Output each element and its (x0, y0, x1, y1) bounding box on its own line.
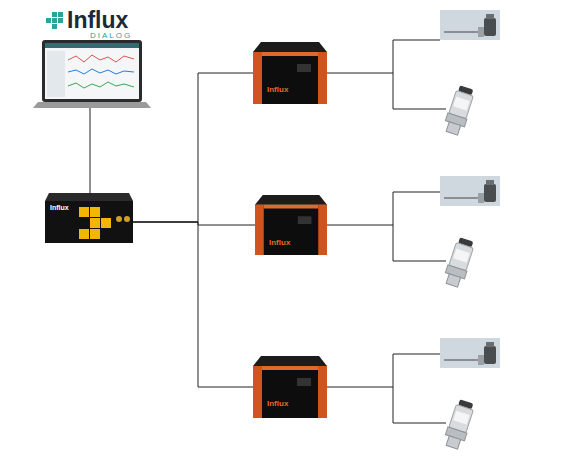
screen-trace (68, 55, 134, 62)
laptop (33, 40, 151, 108)
screen-toolbar (45, 43, 139, 48)
logo-square (90, 207, 100, 217)
temperature-probe (440, 176, 500, 206)
module-body (255, 205, 327, 255)
connector-port (297, 378, 311, 386)
module-side (255, 205, 264, 255)
module-side (253, 366, 262, 418)
wire (327, 192, 446, 261)
logo-square (79, 207, 89, 217)
device-top (45, 193, 133, 201)
bus-wire (133, 222, 253, 387)
logo-square (52, 24, 57, 29)
logo-subtitle: DIALOG (90, 32, 132, 40)
brand-label: Influx (267, 400, 288, 408)
logo-square (52, 12, 57, 17)
bus-wire (133, 73, 253, 222)
module-side (318, 366, 327, 418)
laptop-base (33, 102, 151, 108)
module-side (318, 52, 327, 104)
module-rim (262, 52, 318, 56)
screen-sidebar (47, 51, 65, 97)
logo-square (58, 18, 63, 23)
wire (327, 354, 446, 423)
laptop-screen (45, 43, 139, 99)
module-body (253, 52, 327, 104)
module-body (253, 366, 327, 418)
logo-square (90, 218, 100, 228)
wire (327, 40, 446, 109)
data-logger: Influx (45, 193, 133, 243)
module-top (253, 356, 327, 366)
device-outline (253, 356, 327, 418)
logo-square (79, 229, 89, 239)
module-top (253, 42, 327, 52)
logo-square (46, 18, 51, 23)
io-module: Influx (255, 195, 327, 255)
temperature-probe (440, 10, 500, 40)
brand-label: Influx (269, 239, 290, 247)
io-module: Influx (253, 42, 327, 104)
port (124, 216, 130, 222)
logo-square (58, 12, 63, 17)
module-top (255, 195, 327, 205)
module-rim (262, 366, 318, 370)
brand-label: Influx (50, 204, 69, 211)
pressure-transducer (442, 84, 476, 136)
temperature-probe (440, 338, 500, 368)
device-body (45, 201, 133, 243)
io-module: Influx (253, 356, 327, 418)
logo-wordmark: Influx (67, 9, 128, 32)
logo-square (52, 18, 57, 23)
device-outline (255, 195, 327, 255)
module-side (253, 52, 262, 104)
wire (90, 108, 91, 195)
logo-square (90, 229, 100, 239)
pressure-transducer (442, 236, 476, 288)
device-outline (45, 193, 133, 243)
sensor-wires (327, 40, 446, 423)
connector-port (297, 64, 311, 72)
connector-port (298, 216, 312, 224)
device-outline (253, 42, 327, 104)
logo-icon (46, 12, 63, 29)
screen-trace (68, 69, 134, 74)
screen-trace (68, 82, 134, 88)
logo-square (101, 218, 111, 228)
brand-label: Influx (267, 86, 288, 94)
module-rim (264, 205, 318, 209)
pressure-transducer (442, 398, 476, 450)
module-side (318, 205, 327, 255)
port (116, 216, 122, 222)
laptop-bezel (42, 40, 142, 102)
